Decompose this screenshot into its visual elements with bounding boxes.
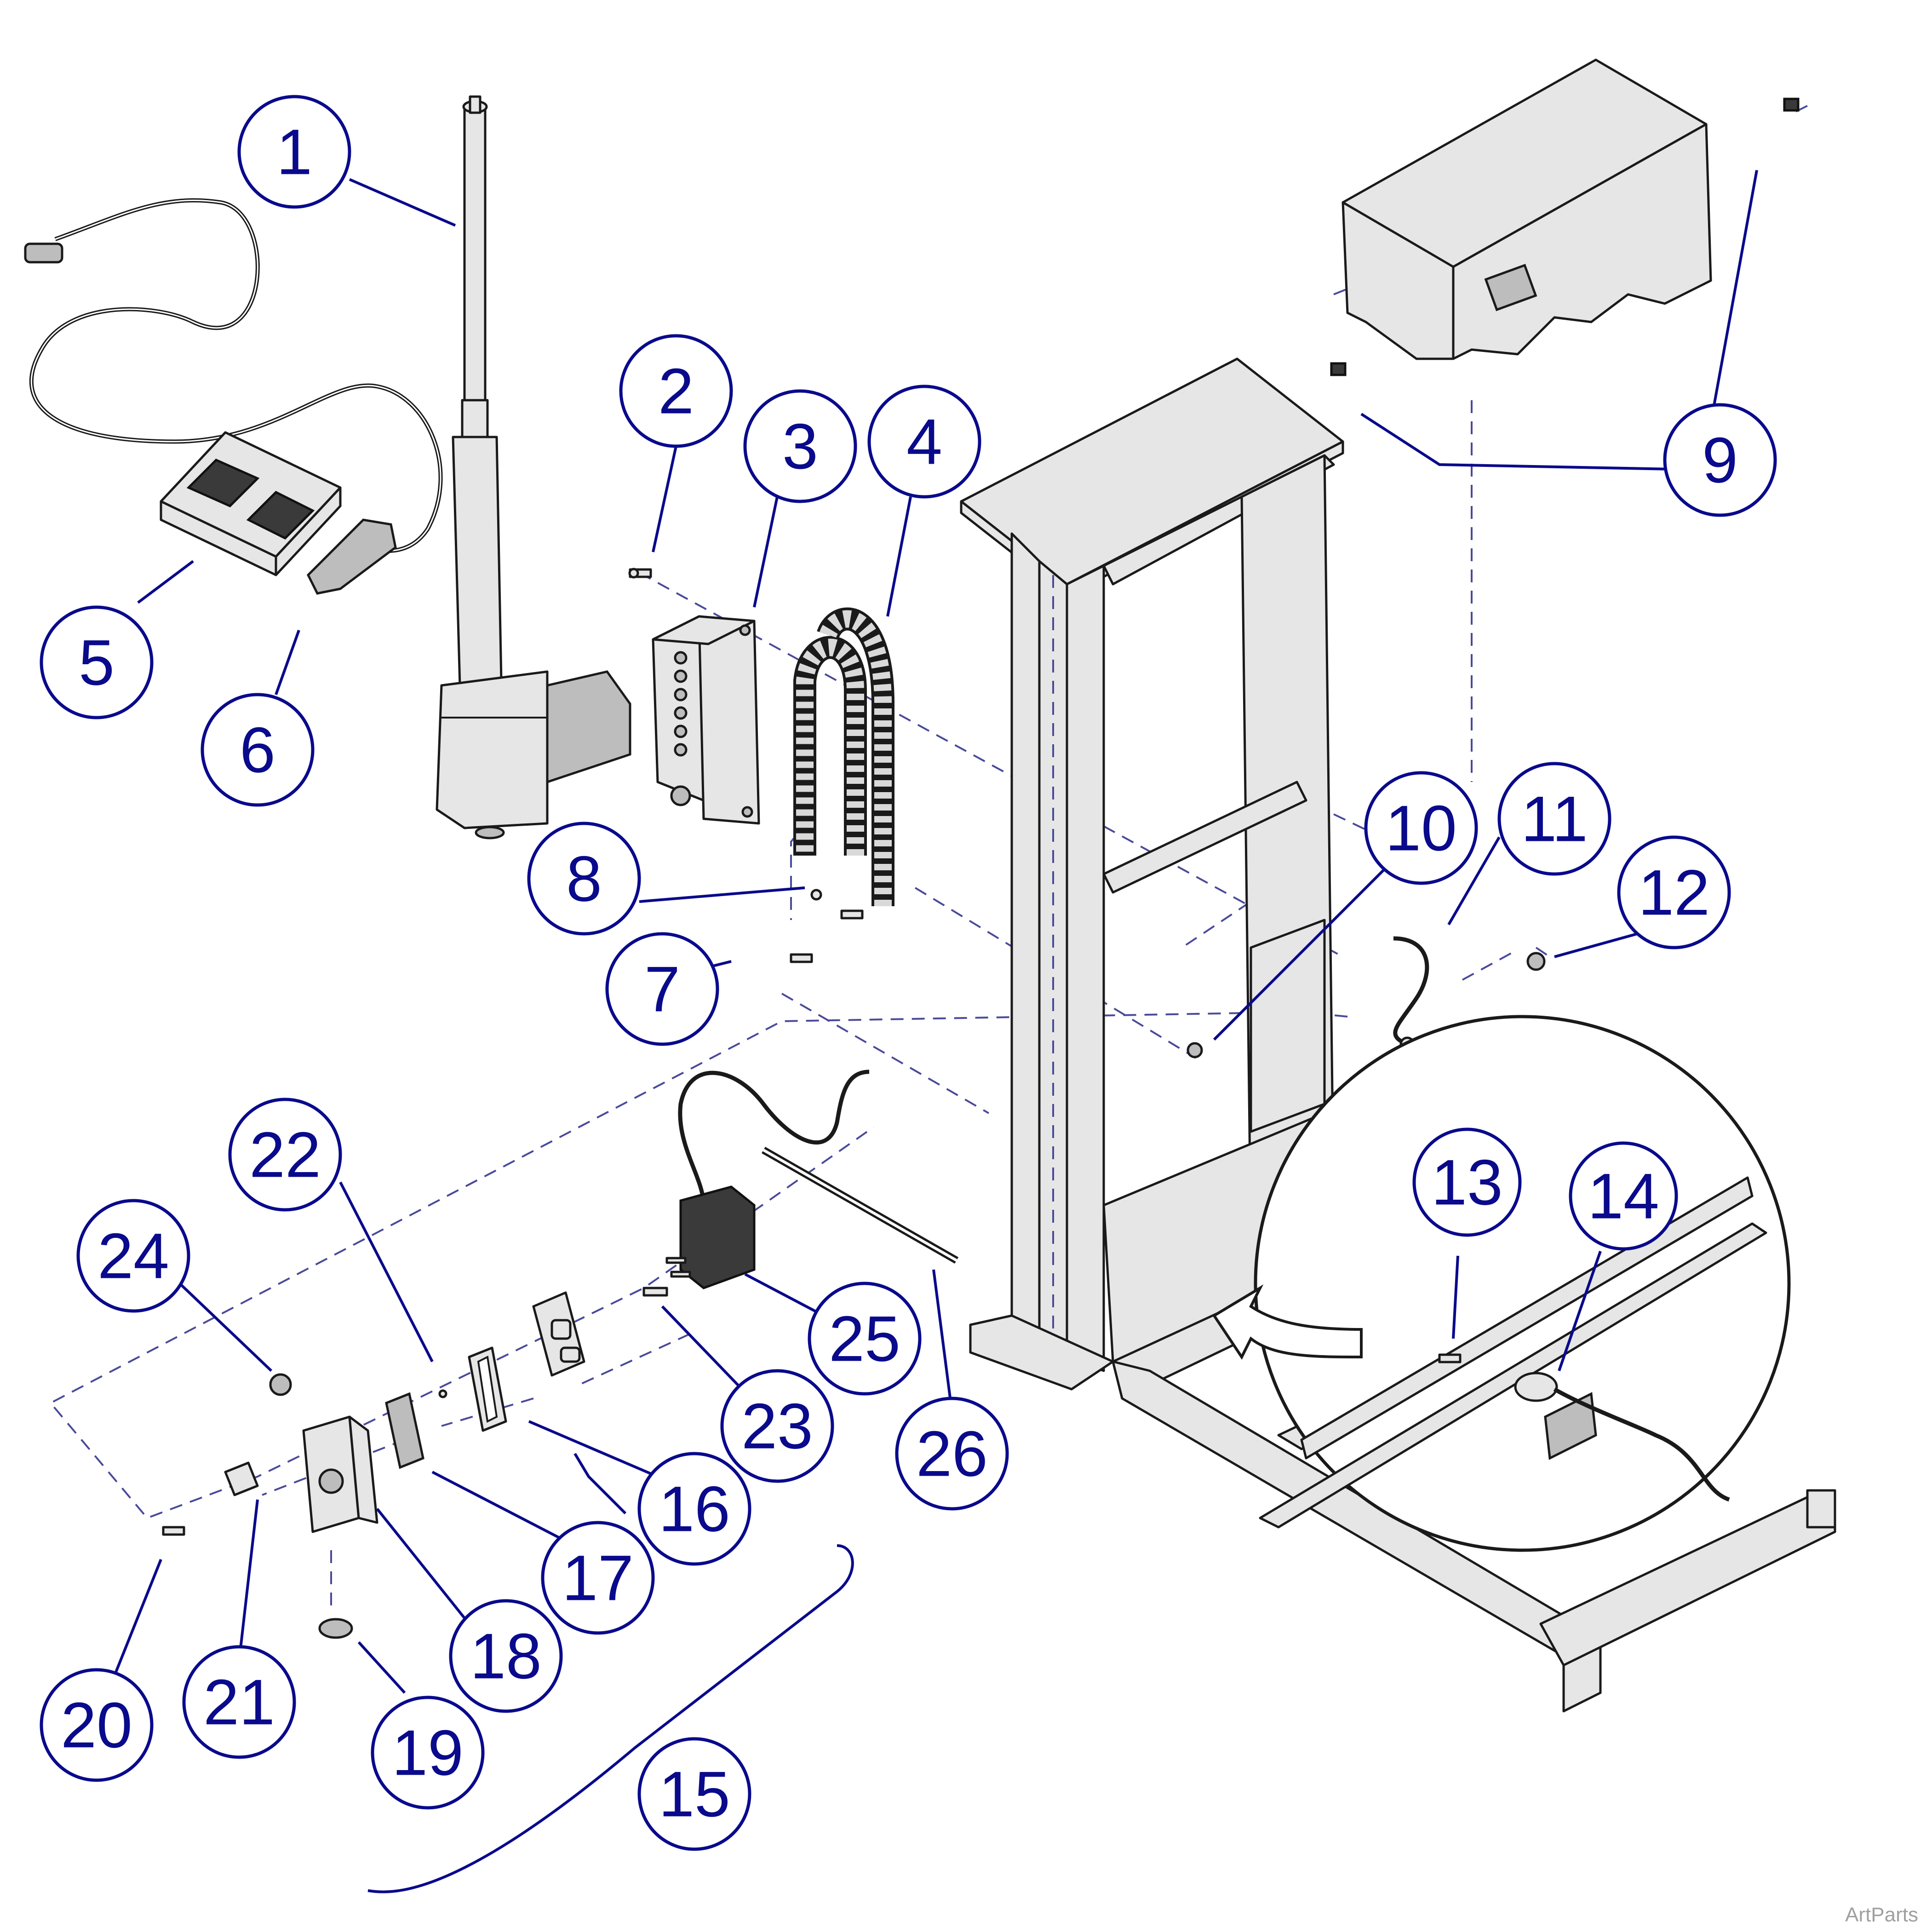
nut-24-part <box>269 1373 292 1396</box>
box-18-part <box>302 1415 378 1533</box>
callout-4: 4 <box>867 385 981 499</box>
callout-5-label: 5 <box>79 627 115 699</box>
screw-23-part <box>642 1287 668 1297</box>
wall-plate-16-part <box>468 1291 585 1432</box>
callout-24-label: 24 <box>97 1220 169 1292</box>
artparts-watermark: ArtParts <box>1845 1903 1918 1926</box>
callout-12-label: 12 <box>1638 857 1710 929</box>
detail-view <box>1254 1015 1791 1552</box>
callout-14-label: 14 <box>1588 1160 1659 1232</box>
callout-1: 1 <box>237 95 351 209</box>
callout-10-label: 10 <box>1385 792 1457 864</box>
power-supply-25-part <box>665 1070 870 1289</box>
screw-13-part <box>1438 1353 1462 1363</box>
callout-1-label: 1 <box>276 116 312 188</box>
callout-21-label: 21 <box>203 1666 275 1738</box>
callout-16: 16 <box>637 1452 751 1566</box>
callout-7-label: 7 <box>644 953 680 1025</box>
callout-14: 14 <box>1569 1141 1678 1251</box>
cable-chain-part <box>793 607 894 906</box>
callout-11: 11 <box>1497 762 1611 876</box>
actuator-part <box>436 95 631 840</box>
control-box-part <box>652 615 760 825</box>
callout-9-label: 9 <box>1702 424 1738 496</box>
callout-7: 7 <box>605 932 719 1046</box>
ground-wire-11-part <box>1393 936 1429 1052</box>
callout-3-label: 3 <box>782 410 818 483</box>
receptacle-17-part <box>385 1389 447 1469</box>
screw-7-part <box>790 909 864 963</box>
cable-tie-26-part <box>762 1147 958 1264</box>
callouts: 1 2 3 4 5 6 7 8 <box>40 95 1777 1851</box>
callout-20-label: 20 <box>61 1689 132 1761</box>
callout-19-label: 19 <box>392 1717 464 1789</box>
callout-4-label: 4 <box>906 406 942 478</box>
bushing-19-part <box>318 1618 353 1639</box>
callout-19: 19 <box>371 1696 485 1810</box>
callout-2: 2 <box>619 334 733 448</box>
callout-22-label: 22 <box>249 1119 321 1191</box>
callout-22: 22 <box>228 1098 342 1212</box>
callout-17: 17 <box>541 1521 655 1635</box>
clamp-21-part <box>224 1461 259 1496</box>
callout-16-label: 16 <box>659 1473 730 1545</box>
callout-6: 6 <box>201 693 315 807</box>
callout-20: 20 <box>40 1668 154 1782</box>
cover-part <box>1330 58 1800 376</box>
callout-15: 15 <box>637 1737 751 1851</box>
callout-12: 12 <box>1617 835 1731 949</box>
callout-6-label: 6 <box>240 714 275 786</box>
bracket-15-group <box>367 1544 854 1893</box>
callout-9: 9 <box>1663 403 1777 517</box>
nut-12-part <box>1526 952 1546 971</box>
assembly-guide-lines <box>49 105 1808 1605</box>
callout-23-label: 23 <box>741 1390 813 1462</box>
callout-11-label: 11 <box>1521 783 1588 855</box>
foot-switch-part <box>24 198 443 595</box>
screw-2-part <box>628 568 652 579</box>
callout-13-label: 13 <box>1431 1146 1503 1219</box>
washer-8-part <box>810 889 822 901</box>
callout-10: 10 <box>1364 771 1478 885</box>
callout-26-label: 26 <box>916 1418 988 1490</box>
callout-25: 25 <box>808 1282 922 1396</box>
callout-8: 8 <box>527 822 641 936</box>
callout-2-label: 2 <box>658 355 694 427</box>
callout-5: 5 <box>40 605 154 719</box>
screw-20-part <box>162 1526 185 1536</box>
callout-26: 26 <box>895 1397 1009 1511</box>
callout-24: 24 <box>76 1199 190 1313</box>
callout-18-label: 18 <box>470 1620 542 1692</box>
callout-3: 3 <box>743 389 857 503</box>
callout-25-label: 25 <box>829 1303 900 1375</box>
callout-8-label: 8 <box>566 843 602 915</box>
callout-18: 18 <box>449 1599 563 1713</box>
callout-21: 21 <box>182 1645 296 1759</box>
callout-23: 23 <box>720 1369 834 1483</box>
callout-15-label: 15 <box>659 1758 730 1830</box>
grommet-10-part <box>1187 1042 1203 1058</box>
leader-lines <box>114 170 1758 1694</box>
control-box-ports <box>674 651 688 757</box>
callout-13: 13 <box>1412 1127 1522 1237</box>
detail-pointer-arrow <box>1212 1284 1363 1360</box>
callout-17-label: 17 <box>562 1542 634 1614</box>
